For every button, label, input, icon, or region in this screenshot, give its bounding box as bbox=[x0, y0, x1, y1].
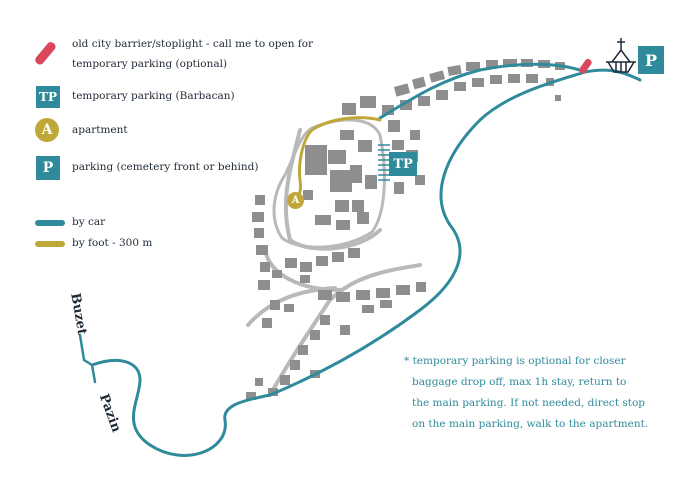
map-apartment-badge: A bbox=[287, 192, 304, 209]
legend-apartment-badge: A bbox=[35, 118, 59, 142]
old-town-wall bbox=[272, 118, 386, 249]
map-tp-badge: TP bbox=[389, 152, 417, 176]
buildings bbox=[246, 59, 565, 400]
legend-parking-label: parking (cemetery front or behind) bbox=[72, 161, 259, 173]
note-line-3: the main parking. If not needed, direct … bbox=[412, 397, 646, 409]
outer-roads bbox=[78, 333, 97, 384]
tp-parking-area bbox=[378, 144, 390, 181]
note-line-4: on the main parking, walk to the apartme… bbox=[412, 418, 649, 430]
legend-tp-badge: TP bbox=[36, 86, 60, 108]
car-route-town-branch bbox=[378, 62, 587, 120]
car-route bbox=[90, 68, 642, 457]
note-line-1: * temporary parking is optional for clos… bbox=[404, 355, 626, 367]
cemetery-icon bbox=[606, 38, 636, 73]
barrier-map-icon bbox=[579, 58, 592, 74]
legend-foot-label: by foot - 300 m bbox=[72, 237, 153, 249]
barrier-legend-icon bbox=[35, 42, 56, 65]
legend-tp-label: temporary parking (Barbacan) bbox=[72, 90, 235, 102]
legend-apartment-label: apartment bbox=[72, 124, 128, 136]
legend-barrier-label: old city barrier/stoplight - call me to … bbox=[72, 38, 314, 50]
note-line-2: baggage drop off, max 1h stay, return to bbox=[412, 376, 627, 388]
legend-car-label: by car bbox=[72, 216, 106, 228]
legend-barrier-label-cont: temporary parking (optional) bbox=[72, 58, 228, 70]
map-parking-badge: P bbox=[638, 46, 664, 74]
legend-parking-badge: P bbox=[36, 156, 60, 180]
